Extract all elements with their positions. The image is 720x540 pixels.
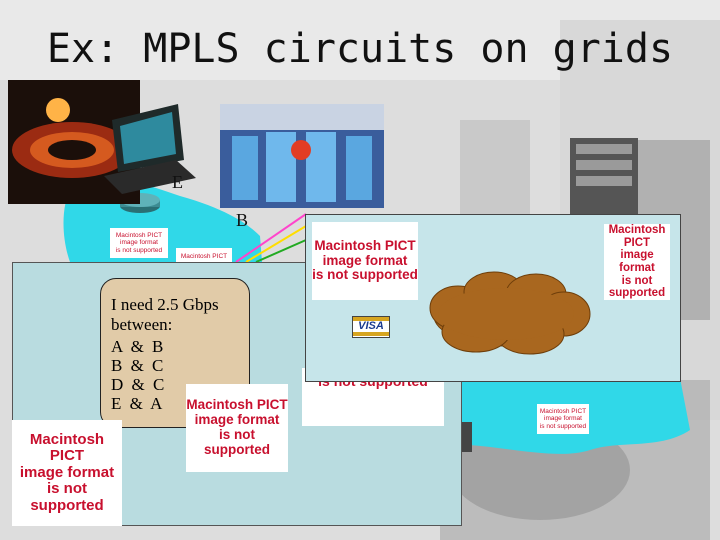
request-bubble: I need 2.5 Gbps between: A & B B & C D &… [100,278,250,428]
node-label-e: E [172,172,183,192]
pair-item: B & C [111,356,166,375]
visa-card-icon: VISA [352,316,390,338]
pict-placeholder: Macintosh PICT [176,248,232,266]
request-between: between: [111,315,173,334]
node-label-b: B [236,210,249,230]
pair-item: A & B [111,337,166,356]
network-cloud-icon [429,271,591,355]
request-heading: I need 2.5 Gbps [111,295,219,314]
pair-item: D & C [111,375,167,394]
slide-title: Ex: MPLS circuits on grids [46,26,674,72]
pair-item: E & A [111,394,165,413]
